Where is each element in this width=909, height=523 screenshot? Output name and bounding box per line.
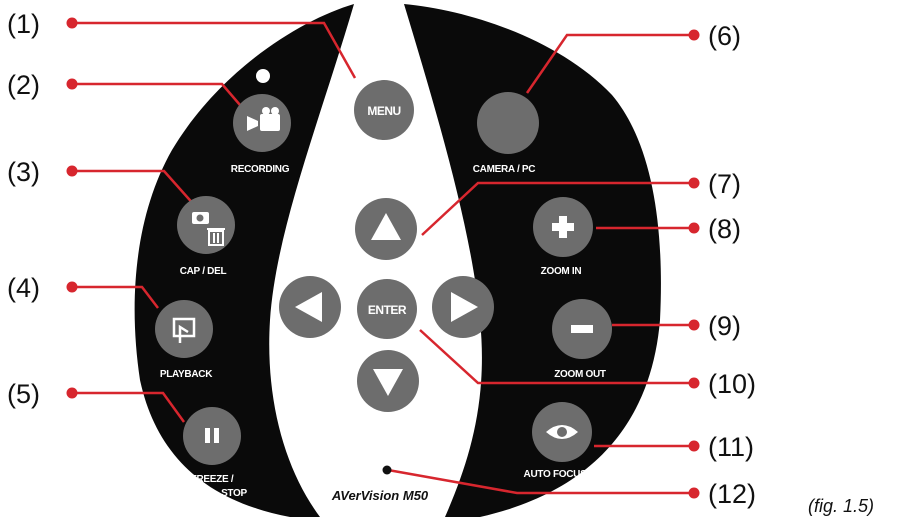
camera-icon [192, 212, 209, 224]
left-arrow-icon [295, 292, 322, 322]
stop-label: STOP [221, 488, 247, 499]
callout-label-8: (8) [708, 214, 741, 244]
menu-button[interactable]: MENU [354, 80, 414, 140]
callout-label-1: (1) [7, 9, 40, 39]
freeze-label: FREEZE / [191, 474, 234, 485]
zoom-in-label: ZOOM IN [541, 266, 582, 277]
zoom-in-button[interactable] [533, 197, 593, 257]
auto-focus-button[interactable] [532, 402, 592, 462]
callout-dot-4 [66, 281, 78, 293]
enter-button-label: ENTER [368, 303, 407, 317]
down-arrow-icon [373, 369, 403, 396]
callout-label-7: (7) [708, 169, 741, 199]
callout-line-4 [72, 285, 159, 309]
callout-dot-2 [66, 78, 78, 90]
brand-label: AVerVision M50 [331, 488, 429, 503]
figure-label: (fig. 1.5) [808, 496, 874, 516]
video-camera-icon [247, 107, 280, 131]
up-arrow-icon [371, 213, 401, 240]
callout-dot-11 [688, 440, 700, 452]
freeze-stop-button[interactable] [183, 407, 241, 465]
playback-icon [172, 317, 196, 343]
callout-line-2 [72, 82, 241, 106]
capture-delete-button[interactable] [177, 196, 235, 254]
recording-indicator-dot [256, 69, 270, 83]
auto-focus-label: AUTO FOCUS [524, 469, 588, 480]
camera-pc-label: CAMERA / PC [473, 164, 536, 175]
recording-label: RECORDING [231, 164, 290, 175]
callout-line-10 [419, 329, 694, 385]
callout-dot-9 [688, 319, 700, 331]
right-arrow-icon [451, 292, 478, 322]
down-arrow-button[interactable] [357, 350, 419, 412]
callout-label-11: (11) [708, 432, 754, 462]
microphone-hole [382, 465, 392, 475]
up-arrow-button[interactable] [355, 198, 417, 260]
callout-line-1 [72, 21, 357, 79]
enter-button[interactable]: ENTER [357, 279, 417, 339]
callout-lines [72, 21, 694, 495]
right-arrow-button[interactable] [432, 276, 494, 338]
callout-label-10: (10) [708, 369, 756, 399]
zoom-out-button[interactable] [552, 299, 612, 359]
plus-icon [552, 216, 574, 238]
cap-del-label: CAP / DEL [180, 266, 227, 277]
callout-dot-8 [688, 222, 700, 234]
left-arrow-button[interactable] [279, 276, 341, 338]
pause-icon [205, 428, 219, 443]
right-panel-shape [404, 4, 661, 517]
callout-dot-1 [66, 17, 78, 29]
camera-pc-button[interactable] [477, 92, 539, 154]
minus-icon [571, 325, 593, 333]
callout-dots [66, 17, 700, 499]
callout-line-7 [421, 181, 694, 236]
callout-label-12: (12) [708, 479, 756, 509]
callout-line-12 [387, 468, 694, 495]
callout-label-2: (2) [7, 70, 40, 100]
callout-label-6: (6) [708, 21, 741, 51]
callout-dot-5 [66, 387, 78, 399]
recording-button[interactable] [233, 94, 291, 152]
eye-icon [546, 425, 578, 439]
callout-label-3: (3) [7, 157, 40, 187]
callout-label-4: (4) [7, 273, 40, 303]
callout-line-3 [72, 169, 197, 208]
callout-line-5 [72, 391, 186, 423]
playback-button[interactable] [155, 300, 213, 358]
callout-dot-7 [688, 177, 700, 189]
callout-dot-6 [688, 29, 700, 41]
callout-dot-10 [688, 377, 700, 389]
callout-label-5: (5) [7, 379, 40, 409]
playback-label: PLAYBACK [160, 369, 213, 380]
callout-dot-3 [66, 165, 78, 177]
menu-button-label: MENU [367, 104, 400, 118]
callout-label-9: (9) [708, 311, 741, 341]
zoom-out-label: ZOOM OUT [554, 369, 606, 380]
left-panel-shape [134, 4, 354, 517]
callout-dot-12 [688, 487, 700, 499]
trash-icon [207, 228, 225, 246]
callout-line-6 [525, 33, 694, 94]
